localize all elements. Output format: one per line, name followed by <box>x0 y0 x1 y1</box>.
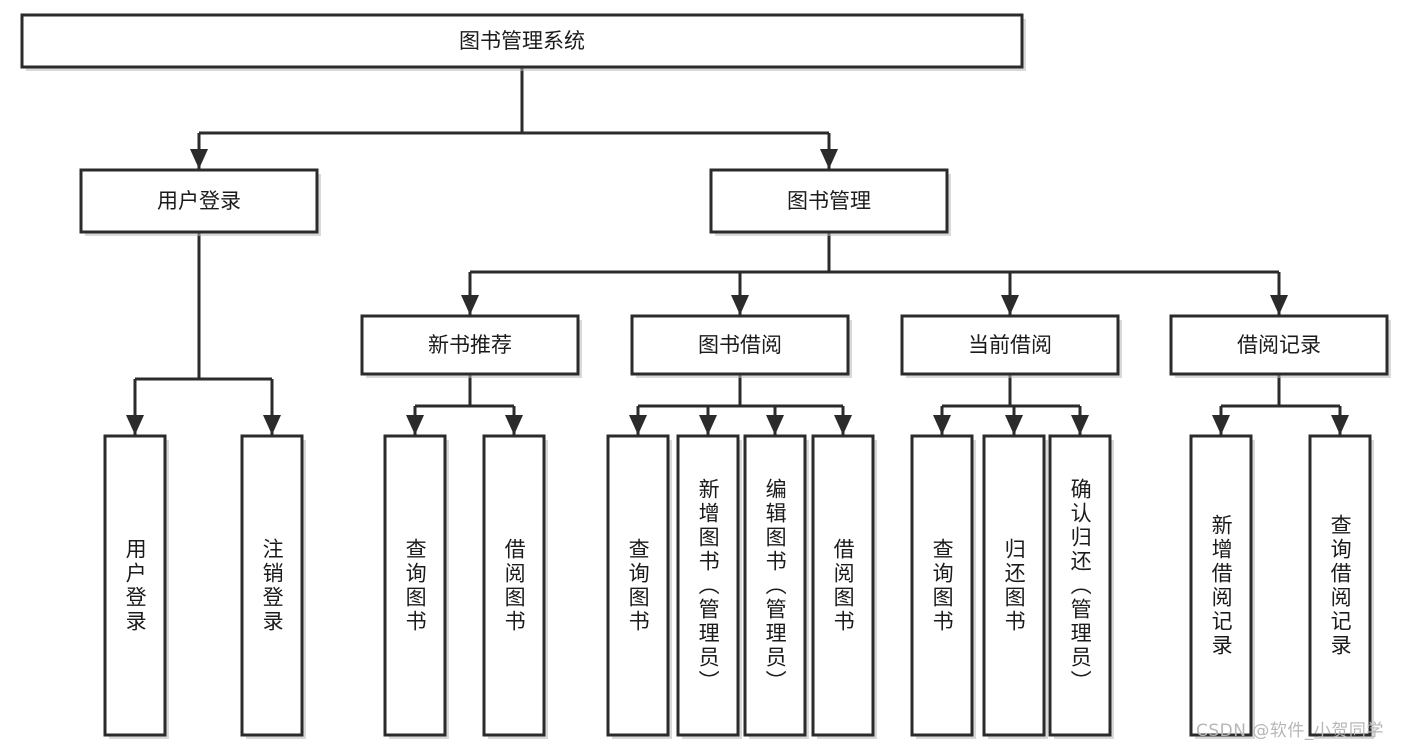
node-box-borrow-records[interactable] <box>1169 314 1389 376</box>
arrow-head <box>820 149 838 169</box>
arrow-head <box>190 149 208 169</box>
arrow-head <box>834 415 852 435</box>
node-box-leaf-query-book-current[interactable] <box>910 434 974 737</box>
node-label-borrow-records: 借阅记录 <box>1237 333 1321 357</box>
arrow-head <box>933 415 951 435</box>
arrow-head <box>1001 295 1019 315</box>
node-box-leaf-edit-book[interactable] <box>743 434 807 737</box>
arrow-head <box>1071 415 1089 435</box>
node-box-current-borrow[interactable] <box>900 314 1120 376</box>
node-box-leaf-add-book[interactable] <box>676 434 740 737</box>
arrow-head <box>461 295 479 315</box>
node-box-root[interactable] <box>20 13 1024 69</box>
node-box-leaf-borrow-book[interactable] <box>811 434 875 737</box>
arrow-head <box>699 415 717 435</box>
node-label-new-book-recommend: 新书推荐 <box>428 333 512 357</box>
arrow-head <box>263 415 281 435</box>
node-label-current-borrow: 当前借阅 <box>968 333 1052 357</box>
arrow-head <box>1270 295 1288 315</box>
node-label-book-management: 图书管理 <box>787 189 871 213</box>
arrow-head <box>731 295 749 315</box>
node-box-leaf-confirm-return[interactable] <box>1048 434 1112 737</box>
arrow-head <box>1005 415 1023 435</box>
connector-lines-layer <box>126 67 1349 435</box>
csdn-watermark: CSDN @软件_小贺同学 <box>1196 721 1384 741</box>
arrow-head <box>766 415 784 435</box>
node-box-book-management[interactable] <box>709 168 949 234</box>
node-box-leaf-borrow-book-recommend[interactable] <box>482 434 546 737</box>
arrow-head <box>1331 415 1349 435</box>
node-box-leaf-user-login[interactable] <box>103 434 167 737</box>
arrow-head <box>406 415 424 435</box>
node-box-leaf-query-borrow-record[interactable] <box>1308 434 1372 737</box>
node-box-new-book-recommend[interactable] <box>360 314 580 376</box>
node-boxes-layer <box>20 13 1391 739</box>
node-label-book-borrow: 图书借阅 <box>698 333 782 357</box>
arrow-head <box>629 415 647 435</box>
arrow-head <box>126 415 144 435</box>
node-label-user-login: 用户登录 <box>157 189 241 213</box>
node-box-leaf-logout[interactable] <box>240 434 304 737</box>
node-box-leaf-query-book-borrow[interactable] <box>606 434 670 737</box>
arrow-head <box>1212 415 1230 435</box>
node-box-book-borrow[interactable] <box>630 314 850 376</box>
node-box-leaf-add-borrow-record[interactable] <box>1189 434 1253 737</box>
node-box-user-login[interactable] <box>79 168 319 234</box>
arrow-head <box>505 415 523 435</box>
node-box-leaf-return-book[interactable] <box>982 434 1046 737</box>
node-box-leaf-query-book-recommend[interactable] <box>383 434 447 737</box>
node-label-root: 图书管理系统 <box>459 29 585 53</box>
